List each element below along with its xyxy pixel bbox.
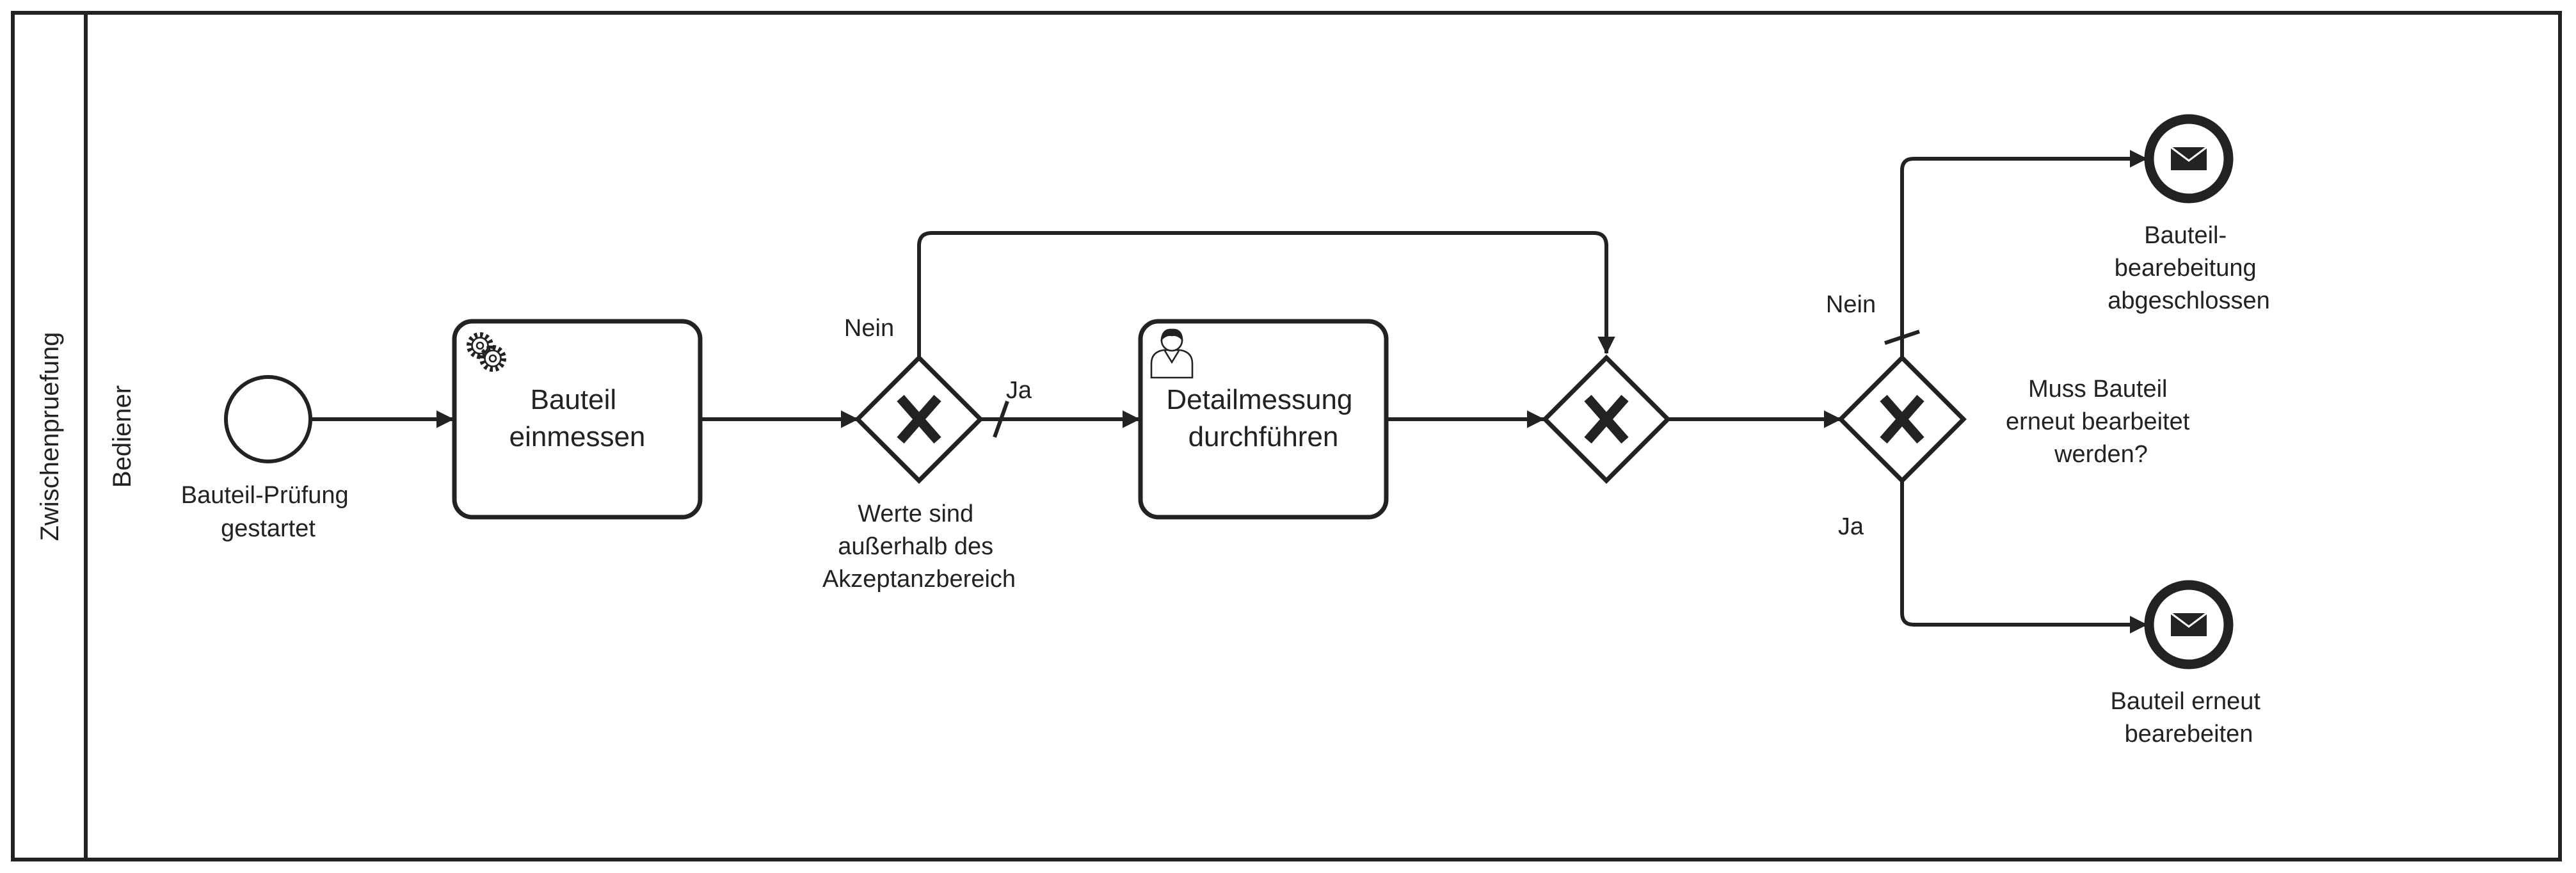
exclusive-x-icon xyxy=(1584,395,1629,444)
flow-label-nein: Nein xyxy=(1826,291,1876,318)
gateway-label-line: werden? xyxy=(2054,441,2148,468)
gateway-diamond[interactable] xyxy=(854,355,984,484)
task-label: Bauteil einmessen xyxy=(509,384,646,453)
exclusive-x-icon xyxy=(897,395,941,444)
end-event-circle[interactable] xyxy=(2144,580,2234,669)
end-event-label-line: bearebeiten xyxy=(2125,721,2253,748)
gateway-label: Muss Bauteil erneut bearbeitet werden? xyxy=(2006,376,2196,468)
flow-rework-no-to-end-done[interactable] xyxy=(1900,150,2148,358)
user-body xyxy=(1150,349,1194,379)
start-event-label: Bauteil-Prüfung gestartet xyxy=(181,482,356,542)
pool-border xyxy=(11,11,2562,861)
default-flow-marker xyxy=(993,400,1009,438)
gateway-check-values[interactable]: Werte sind außerhalb des Akzeptanzbereic… xyxy=(822,315,1032,593)
task-label-line: durchführen xyxy=(1188,421,1339,453)
envelope-icon xyxy=(2170,612,2207,636)
start-event-label-line: gestartet xyxy=(221,515,316,542)
flow-check-no-to-merge[interactable] xyxy=(917,231,1615,358)
gateway-diamond[interactable] xyxy=(1542,355,1671,484)
task-label: Detailmessung durchführen xyxy=(1166,384,1360,453)
gateway-label: Werte sind außerhalb des Akzeptanzbereic… xyxy=(822,501,1016,593)
gateway-label-line: außerhalb des xyxy=(838,533,993,560)
start-event-label-line: Bauteil-Prüfung xyxy=(181,482,349,509)
gears-icon xyxy=(467,332,506,372)
envelope-flap xyxy=(2170,146,2207,162)
gear-hub xyxy=(488,354,497,363)
end-event-label: Bauteil- bearebeitung abgeschlossen xyxy=(2108,222,2270,314)
envelope-flap xyxy=(2170,612,2207,628)
end-event-label-line: bearebeitung xyxy=(2115,255,2257,282)
task-label-line: Bauteil xyxy=(531,384,617,415)
gateway-merge[interactable] xyxy=(1542,355,1671,484)
task-detailmessung[interactable]: Detailmessung durchführen xyxy=(1138,319,1389,520)
user-hair xyxy=(1160,328,1183,342)
flow-label-ja: Ja xyxy=(1838,513,1864,540)
sequence-flows xyxy=(311,150,2148,634)
task-box[interactable] xyxy=(452,319,703,520)
user-icon xyxy=(1150,328,1194,379)
end-event-rework[interactable]: Bauteil erneut bearebeiten xyxy=(2110,580,2267,748)
end-event-label-line: Bauteil- xyxy=(2144,222,2227,249)
envelope-icon xyxy=(2170,146,2207,170)
gateway-label-line: erneut bearbeitet xyxy=(2006,408,2190,435)
task-bauteil-einmessen[interactable]: Bauteil einmessen xyxy=(452,319,703,520)
exclusive-x-icon xyxy=(1880,395,1924,444)
task-label-line: einmessen xyxy=(509,421,646,453)
flow-label-nein: Nein xyxy=(844,315,894,342)
end-event-label: Bauteil erneut bearebeiten xyxy=(2110,688,2267,748)
task-box[interactable] xyxy=(1138,319,1389,520)
gateway-diamond[interactable] xyxy=(1837,355,1967,484)
gateway-rework[interactable]: Muss Bauteil erneut bearbeitet werden? N… xyxy=(1826,291,2196,540)
task-label-line: Detailmessung xyxy=(1166,384,1352,415)
gear-hub xyxy=(476,341,484,350)
start-event[interactable]: Bauteil-Prüfung gestartet xyxy=(181,375,356,542)
user-collar xyxy=(1164,350,1180,364)
gateway-label-line: Werte sind xyxy=(858,501,973,527)
end-event-label-line: abgeschlossen xyxy=(2108,287,2270,314)
end-event-label-line: Bauteil erneut xyxy=(2110,688,2260,715)
lane-name: Bediener xyxy=(108,385,136,488)
flow-rework-yes-to-end-rework[interactable] xyxy=(1900,481,2148,634)
gear-icon xyxy=(467,332,493,359)
gateway-label-line: Muss Bauteil xyxy=(2028,376,2168,403)
end-event-circle[interactable] xyxy=(2144,114,2234,204)
pool: Zwischenpruefung Bediener xyxy=(11,11,2562,861)
flow-label-ja: Ja xyxy=(1006,377,1032,404)
start-event-circle[interactable] xyxy=(224,375,312,463)
pool-name: Zwischenpruefung xyxy=(36,332,64,541)
default-flow-marker xyxy=(1884,330,1920,345)
gateway-label-line: Akzeptanzbereich xyxy=(822,566,1016,593)
end-event-done[interactable]: Bauteil- bearebeitung abgeschlossen xyxy=(2108,114,2270,314)
gear-icon xyxy=(479,345,506,372)
